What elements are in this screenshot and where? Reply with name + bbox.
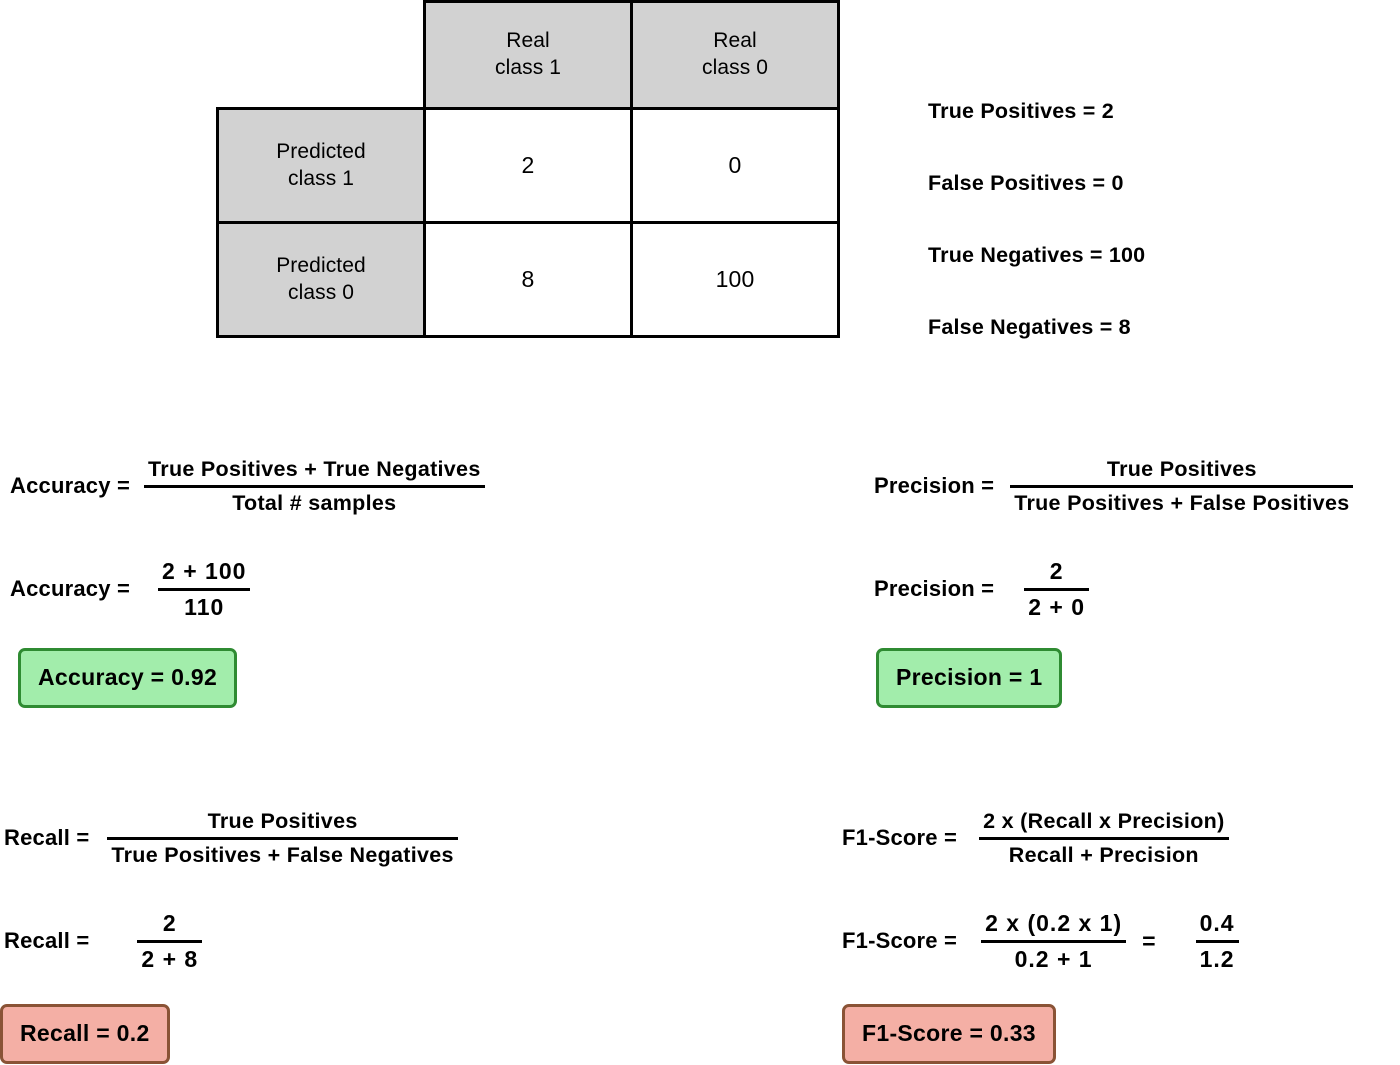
- row-header-1-line2: class 1: [287, 166, 355, 190]
- f1-numerator-2: 2 x (0.2 x 1): [985, 909, 1123, 936]
- precision-result-wrap: Precision = 1: [876, 648, 1400, 708]
- f1-denominator-3: 1.2: [1199, 945, 1235, 972]
- accuracy-fraction-symbolic: True Positives + True Negatives Total # …: [144, 456, 485, 517]
- precision-numerator-1: True Positives: [1106, 456, 1257, 481]
- accuracy-result-wrap: Accuracy = 0.92: [18, 648, 570, 708]
- recall-label-2: Recall =: [4, 928, 90, 953]
- fraction-bar: [1195, 939, 1239, 943]
- recall-fraction-numeric: 2 2 + 8: [137, 909, 203, 974]
- precision-substituted-row: Precision = 2 2 + 0: [874, 534, 1400, 644]
- matrix-row-predicted-class-0: Predicted class 0 8 100: [216, 221, 846, 338]
- precision-numerator-2: 2: [1049, 557, 1064, 584]
- recall-numerator-1: True Positives: [207, 808, 358, 833]
- f1-result-badge: F1-Score = 0.33: [842, 1004, 1056, 1064]
- accuracy-label-1: Accuracy =: [10, 473, 131, 498]
- precision-block: Precision = True Positives True Positive…: [874, 438, 1400, 708]
- accuracy-label-2: Accuracy =: [10, 576, 131, 601]
- f1-numerator-1: 2 x (Recall x Precision): [983, 808, 1225, 833]
- recall-fraction-symbolic: True Positives True Positives + False Ne…: [107, 808, 458, 869]
- fraction-bar: [979, 836, 1229, 840]
- f1-equals-sign: =: [1142, 927, 1156, 954]
- precision-label-2: Precision =: [874, 576, 995, 601]
- f1-score-block: F1-Score = 2 x (Recall x Precision) Reca…: [842, 790, 1400, 1064]
- col-header-1-line1: Real: [506, 29, 550, 53]
- f1-label-1: F1-Score =: [842, 825, 958, 850]
- fraction-bar: [107, 836, 458, 840]
- precision-denominator-2: 2 + 0: [1028, 593, 1085, 620]
- accuracy-formula-row: Accuracy = True Positives + True Negativ…: [10, 438, 570, 534]
- recall-formula-row: Recall = True Positives True Positives +…: [4, 790, 564, 886]
- accuracy-fraction-numeric: 2 + 100 110: [158, 557, 251, 622]
- col-header-2-line2: class 0: [701, 56, 769, 79]
- matrix-col-header-real-class-1: Real class 1: [423, 0, 633, 110]
- recall-block: Recall = True Positives True Positives +…: [0, 790, 564, 1064]
- metrics-legend: True Positives = 2 False Positives = 0 T…: [928, 92, 1348, 380]
- fraction-bar: [1024, 587, 1089, 591]
- matrix-cell-false-negatives: 8: [423, 221, 633, 338]
- legend-false-positives: False Positives = 0: [928, 171, 1124, 195]
- confusion-matrix: Real class 1 Real class 0 Predicted clas…: [216, 0, 846, 344]
- recall-label-1: Recall =: [4, 825, 90, 850]
- recall-result-wrap: Recall = 0.2: [0, 1004, 564, 1064]
- f1-substituted-row: F1-Score = 2 x (0.2 x 1) 0.2 + 1 = 0.4 1…: [842, 886, 1400, 996]
- matrix-col-header-real-class-0: Real class 0: [630, 0, 840, 110]
- f1-fraction-symbolic: 2 x (Recall x Precision) Recall + Precis…: [979, 808, 1229, 869]
- accuracy-block: Accuracy = True Positives + True Negativ…: [10, 438, 570, 708]
- fraction-bar: [137, 939, 203, 943]
- row-header-1-line1: Predicted: [276, 139, 366, 163]
- recall-result-badge: Recall = 0.2: [0, 1004, 170, 1064]
- legend-true-positives: True Positives = 2: [928, 99, 1114, 123]
- matrix-row-header-predicted-class-0: Predicted class 0: [216, 221, 426, 338]
- precision-formula-row: Precision = True Positives True Positive…: [874, 438, 1400, 534]
- col-header-2-line1: Real: [713, 29, 757, 53]
- row-header-2-line1: Predicted: [276, 253, 366, 277]
- matrix-cell-true-negatives: 100: [630, 221, 840, 338]
- matrix-cell-false-positives: 0: [630, 107, 840, 224]
- fraction-bar: [981, 939, 1127, 943]
- matrix-cell-true-positives: 2: [423, 107, 633, 224]
- f1-numerator-3: 0.4: [1199, 909, 1235, 936]
- accuracy-substituted-row: Accuracy = 2 + 100 110: [10, 534, 570, 644]
- col-header-1-line2: class 1: [494, 56, 562, 79]
- fraction-bar: [1010, 484, 1354, 488]
- accuracy-result-badge: Accuracy = 0.92: [18, 648, 238, 708]
- f1-denominator-2: 0.2 + 1: [1014, 945, 1093, 972]
- accuracy-denominator-1: Total # samples: [232, 490, 397, 515]
- f1-label-2: F1-Score =: [842, 928, 958, 953]
- precision-fraction-symbolic: True Positives True Positives + False Po…: [1010, 456, 1354, 517]
- precision-fraction-numeric: 2 2 + 0: [1024, 557, 1089, 622]
- matrix-row-predicted-class-1: Predicted class 1 2 0: [216, 107, 846, 224]
- f1-result-wrap: F1-Score = 0.33: [842, 1004, 1400, 1064]
- matrix-row-header-predicted-class-1: Predicted class 1: [216, 107, 426, 224]
- precision-label-1: Precision =: [874, 473, 995, 498]
- matrix-corner-spacer: [216, 0, 426, 110]
- legend-false-negatives: False Negatives = 8: [928, 315, 1131, 339]
- accuracy-numerator-1: True Positives + True Negatives: [148, 456, 481, 481]
- legend-true-negatives: True Negatives = 100: [928, 243, 1146, 267]
- row-header-2-line2: class 0: [287, 280, 355, 304]
- f1-fraction-reduced: 0.4 1.2: [1195, 909, 1239, 974]
- recall-denominator-2: 2 + 8: [141, 945, 199, 972]
- f1-formula-row: F1-Score = 2 x (Recall x Precision) Reca…: [842, 790, 1400, 886]
- fraction-bar: [158, 587, 251, 591]
- recall-substituted-row: Recall = 2 2 + 8: [4, 886, 564, 996]
- recall-numerator-2: 2: [162, 909, 177, 936]
- precision-denominator-1: True Positives + False Positives: [1014, 490, 1350, 515]
- precision-result-badge: Precision = 1: [876, 648, 1063, 708]
- recall-denominator-1: True Positives + False Negatives: [111, 842, 454, 867]
- matrix-header-row: Real class 1 Real class 0: [216, 0, 846, 110]
- accuracy-denominator-2: 110: [184, 593, 225, 620]
- fraction-bar: [144, 484, 485, 488]
- f1-fraction-numeric: 2 x (0.2 x 1) 0.2 + 1: [981, 909, 1127, 974]
- accuracy-numerator-2: 2 + 100: [162, 557, 247, 584]
- f1-denominator-1: Recall + Precision: [1008, 842, 1199, 867]
